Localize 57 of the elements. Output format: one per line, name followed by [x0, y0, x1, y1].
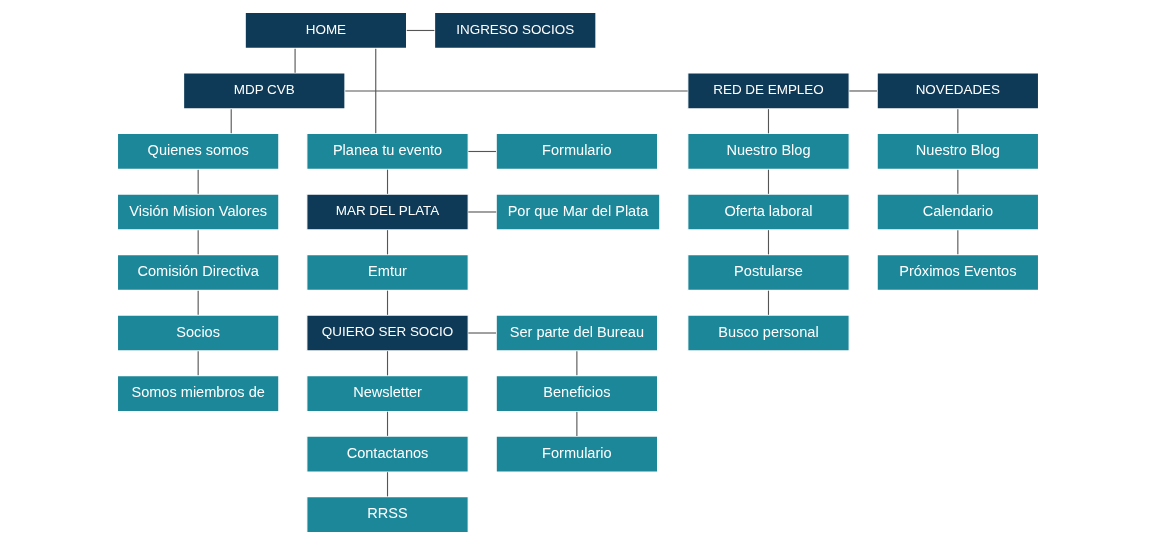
node-box: RRSS: [305, 496, 469, 533]
node-box: Socios: [116, 314, 279, 352]
node-box: Newsletter: [305, 375, 469, 412]
node-box: Postularse: [686, 254, 850, 291]
connector: [386, 229, 388, 255]
connector: [848, 90, 877, 92]
connector: [386, 471, 388, 497]
connector: [405, 29, 435, 32]
node-box: Formulario: [495, 435, 658, 473]
node-box: MDP CVB: [182, 72, 345, 110]
node-box: Por que Mar del Plata: [495, 193, 660, 231]
connector: [956, 229, 958, 255]
connector: [467, 150, 497, 153]
node-box: Comisión Directiva: [116, 254, 279, 291]
node-box: NOVEDADES: [876, 72, 1039, 110]
connector: [197, 229, 199, 255]
connector: [230, 108, 232, 134]
connector: [294, 48, 296, 74]
node-box: Oferta laboral: [686, 193, 850, 231]
node-box: Emtur: [305, 254, 469, 291]
node-box: Contactanos: [305, 435, 469, 473]
connector: [767, 108, 769, 134]
connector: [197, 350, 199, 376]
connector: [767, 290, 769, 316]
node-box: Próximos Eventos: [876, 254, 1039, 291]
connector: [386, 169, 388, 195]
connector: [467, 211, 497, 213]
node-box: Quienes somos: [116, 133, 279, 170]
connector: [386, 290, 388, 316]
connector: [956, 108, 958, 134]
node-box: QUIERO SER SOCIO: [305, 314, 469, 352]
connector: [374, 48, 376, 134]
connector: [575, 350, 577, 376]
node-box: Calendario: [876, 193, 1039, 231]
node-box: Busco personal: [686, 314, 850, 352]
node-box: RED DE EMPLEO: [686, 72, 850, 110]
connector: [344, 90, 688, 92]
connector: [956, 169, 958, 195]
node-box: Visión Mision Valores: [116, 193, 279, 231]
node-box: INGRESO SOCIOS: [433, 12, 596, 49]
connector: [386, 411, 388, 437]
node-box: MAR DEL PLATA: [305, 193, 469, 231]
connector: [197, 169, 199, 195]
node-box: Formulario: [495, 133, 658, 170]
connector: [467, 332, 497, 334]
connector: [767, 169, 769, 195]
connector: [767, 229, 769, 255]
connector: [386, 350, 388, 376]
node-box: Nuestro Blog: [686, 133, 850, 170]
connector: [575, 411, 577, 437]
node-box: HOME: [244, 12, 407, 49]
node-box: Somos miembros de: [116, 375, 279, 412]
node-box: Ser parte del Bureau: [495, 314, 658, 352]
connector: [197, 290, 199, 316]
node-box: Planea tu evento: [305, 133, 469, 170]
node-box: Nuestro Blog: [876, 133, 1039, 170]
node-box: Beneficios: [495, 375, 658, 412]
